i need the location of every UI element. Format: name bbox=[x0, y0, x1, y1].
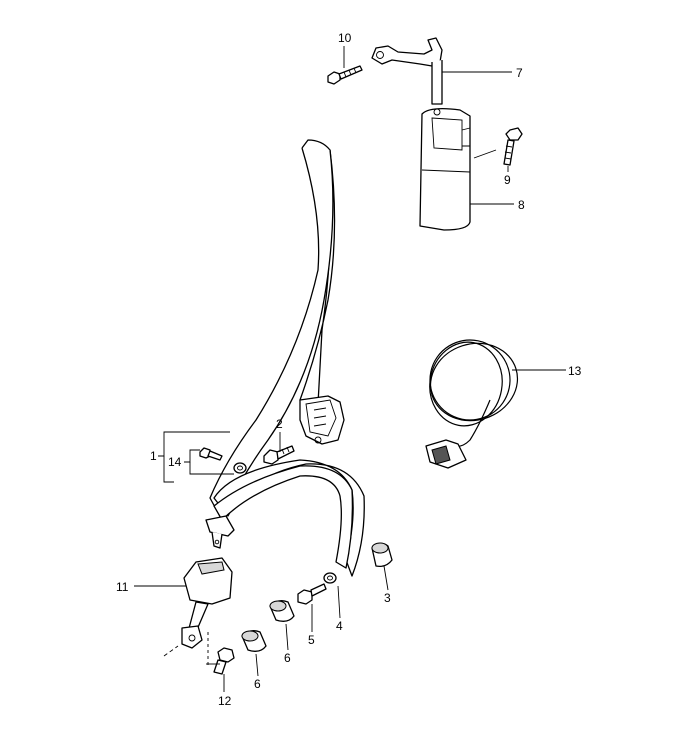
callout-3: 3 bbox=[384, 591, 391, 605]
bolt-9 bbox=[503, 127, 523, 166]
bolt-12 bbox=[213, 647, 235, 675]
seat-belt-webbing bbox=[209, 139, 365, 577]
belt-reel-housing bbox=[419, 108, 471, 231]
leader-lines bbox=[134, 46, 566, 692]
callout-9: 9 bbox=[504, 173, 511, 187]
callout-4: 4 bbox=[336, 619, 343, 633]
bolt-2 bbox=[263, 445, 295, 465]
wiring-harness bbox=[425, 339, 519, 469]
callout-13: 13 bbox=[568, 364, 582, 378]
cap-6b bbox=[241, 630, 267, 652]
end-fitting-3 bbox=[371, 542, 393, 568]
callout-5: 5 bbox=[308, 633, 315, 647]
callout-6b: 6 bbox=[254, 677, 261, 691]
cap-6a bbox=[269, 600, 295, 622]
bolt-10 bbox=[327, 65, 363, 85]
lower-anchor-plate bbox=[205, 515, 235, 549]
callout-2: 2 bbox=[276, 417, 283, 431]
callout-12: 12 bbox=[218, 694, 232, 708]
callout-14: 14 bbox=[168, 455, 182, 469]
washer-4 bbox=[323, 572, 337, 584]
bolt-and-washer-14 bbox=[199, 447, 247, 474]
bolt-5 bbox=[297, 583, 327, 605]
callout-10: 10 bbox=[338, 31, 352, 45]
buckle bbox=[163, 557, 233, 657]
callout-1: 1 bbox=[150, 449, 157, 463]
callout-7: 7 bbox=[516, 66, 523, 80]
callout-6a: 6 bbox=[284, 651, 291, 665]
callout-8: 8 bbox=[518, 198, 525, 212]
retractor-anchor bbox=[299, 395, 345, 445]
callout-11: 11 bbox=[116, 580, 129, 594]
callout-labels: 10 7 9 8 13 2 1 14 11 3 4 5 6 6 12 bbox=[116, 31, 582, 708]
upper-guide-bracket bbox=[371, 37, 443, 105]
